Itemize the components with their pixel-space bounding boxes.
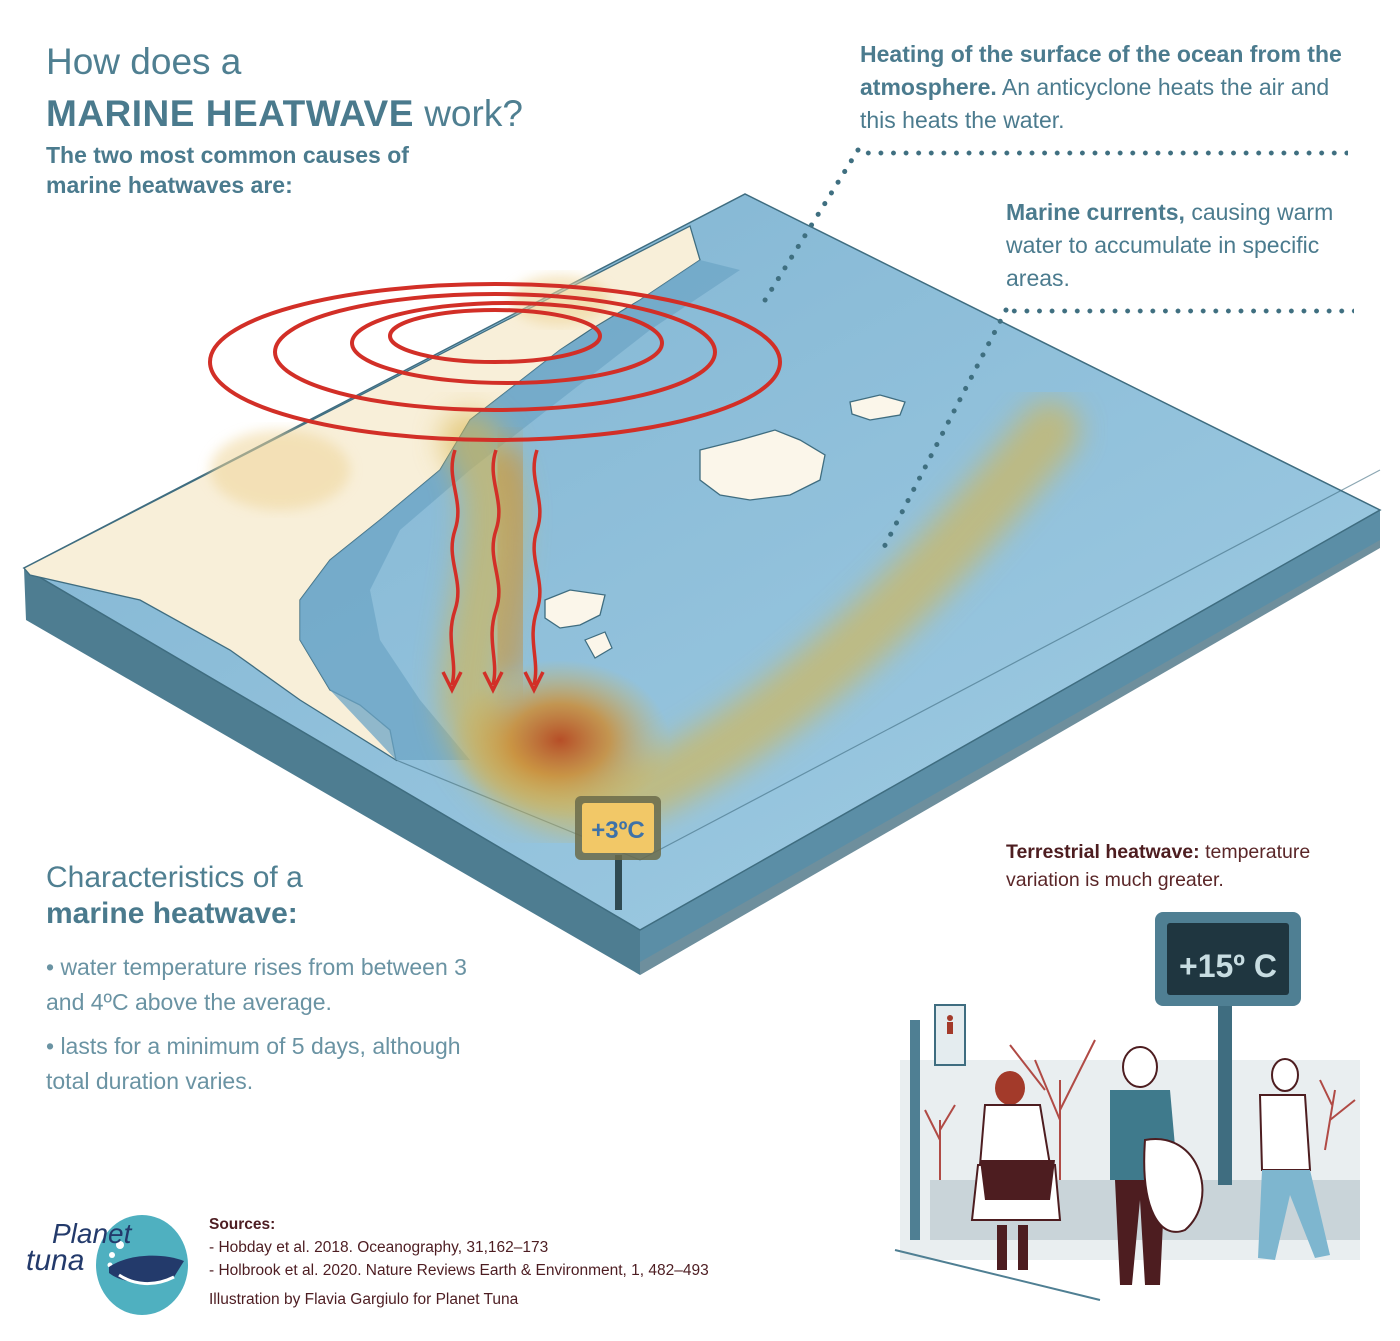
svg-text:Planet: Planet — [52, 1218, 133, 1249]
dotted-divider — [1008, 308, 1354, 314]
heat-arrow-icon — [441, 449, 545, 694]
sources-block: Sources: - Hobday et al. 2018. Oceanogra… — [209, 1213, 709, 1311]
temperature-sign-icon: +3ºC — [575, 796, 661, 910]
illustration-credit: Illustration by Flavia Gargiulo for Plan… — [209, 1291, 519, 1308]
anticyclone-rings-icon — [208, 282, 782, 442]
tuna-fish-icon — [109, 1255, 184, 1283]
terrestrial-scene: +15º C — [894, 912, 1360, 1301]
page-title-line1: How does a — [46, 41, 242, 82]
page-title-line2: MARINE HEATWAVE work? — [46, 93, 523, 134]
characteristic-bullet: • water temperature rises from between 3… — [46, 954, 467, 1015]
cause-atmosphere: Heating of the surface of the ocean from… — [860, 41, 1342, 133]
svg-text:tuna: tuna — [26, 1244, 84, 1277]
svg-text:+15º C: +15º C — [1179, 948, 1277, 984]
block-side-faces — [24, 510, 1380, 975]
svg-text:+3ºC: +3ºC — [591, 817, 644, 844]
cause-marine-currents: Marine currents, causing warm water to a… — [1006, 199, 1334, 291]
sources-heading: Sources: — [209, 1216, 276, 1233]
islands — [544, 394, 906, 659]
dotted-divider — [862, 150, 1348, 156]
source-item: - Hobday et al. 2018. Oceanography, 31,1… — [209, 1239, 549, 1256]
characteristics-heading: Characteristics of a marine heatwave: — [46, 861, 303, 930]
page-title-emphasis: MARINE HEATWAVE — [46, 93, 414, 134]
terrestrial-heatwave-note: Terrestrial heatwave: temperature variat… — [1006, 841, 1311, 891]
source-item: - Holbrook et al. 2020. Nature Reviews E… — [209, 1262, 709, 1279]
page-subtitle: The two most common causes of marine hea… — [46, 142, 409, 198]
planet-tuna-logo: Planet tuna — [26, 1215, 188, 1315]
pedestrian-signal-icon — [934, 1004, 966, 1066]
ocean-surface — [22, 193, 1382, 931]
characteristic-bullet: • lasts for a minimum of 5 days, althoug… — [46, 1033, 461, 1094]
